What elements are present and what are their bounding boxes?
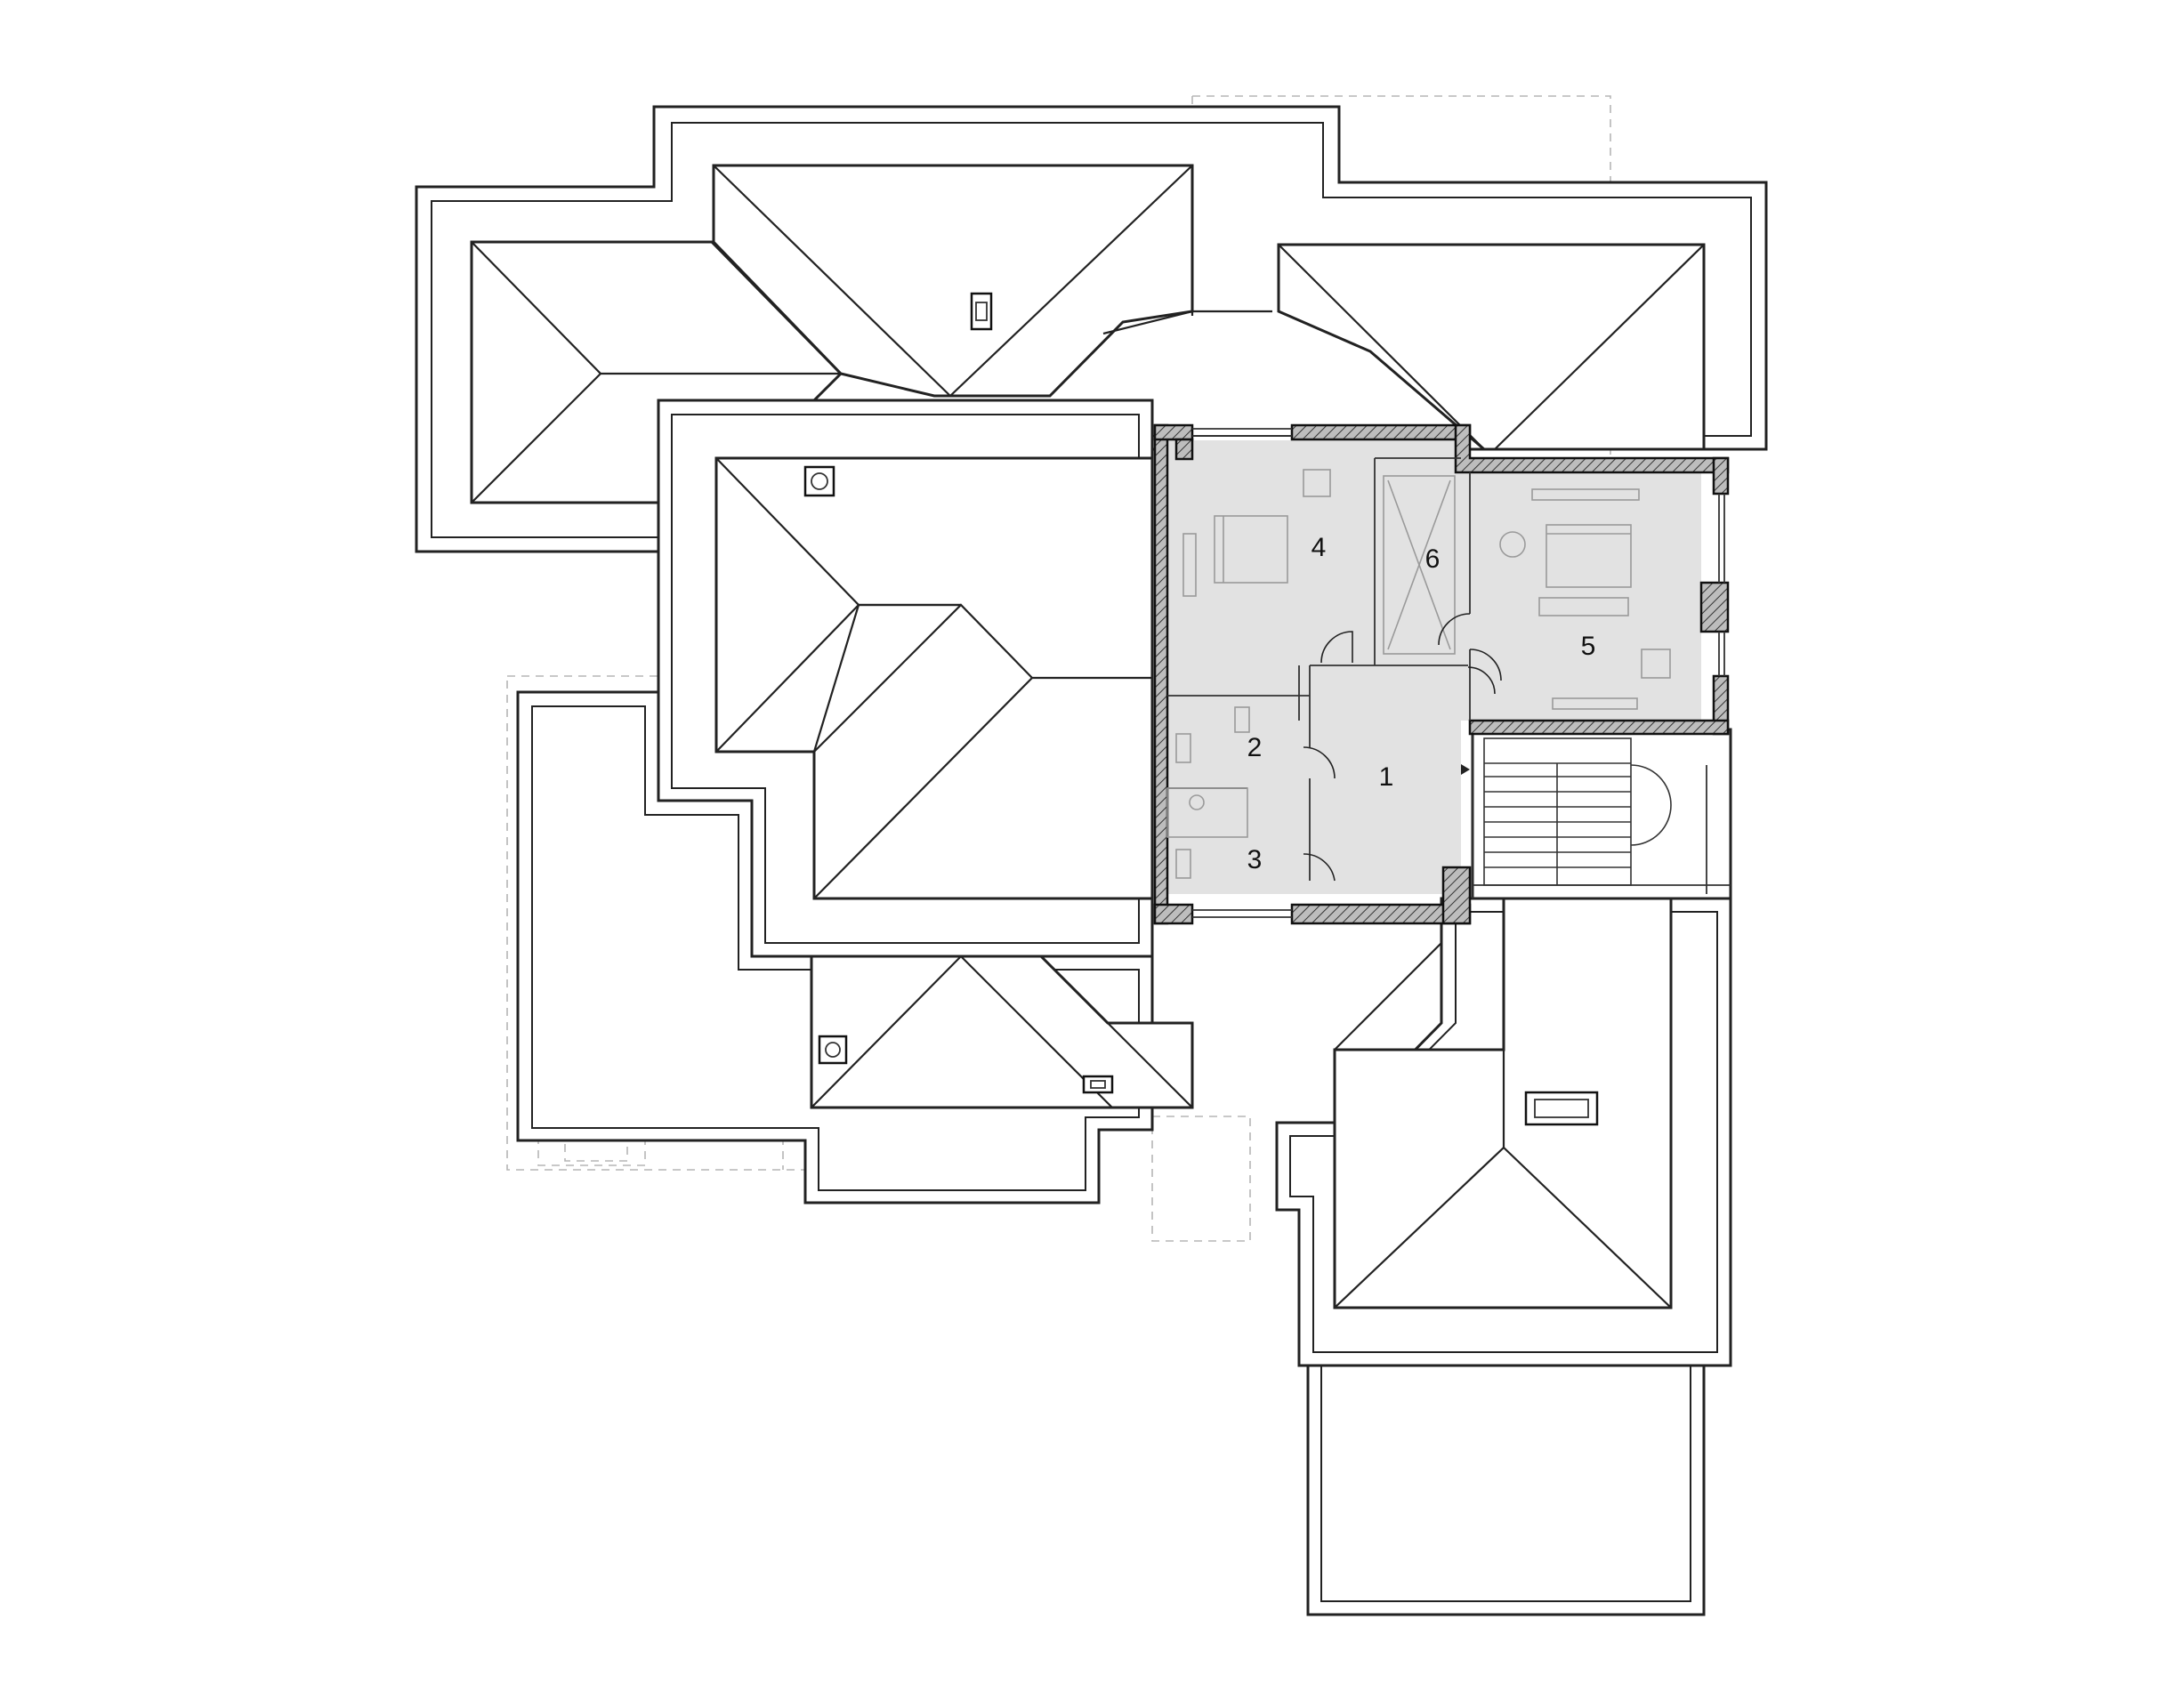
room-label-1: 1 [1379, 762, 1394, 792]
chimney-south [818, 1035, 848, 1065]
roof-wing-east [1277, 243, 1706, 451]
sink-2 [1175, 733, 1191, 763]
room-label-3: 3 [1247, 845, 1263, 874]
vent-north [970, 292, 993, 331]
wall-north [1290, 423, 1472, 441]
vent-south [1082, 1075, 1114, 1094]
skylight [1524, 1091, 1599, 1126]
roof-central [657, 399, 1154, 958]
upper-floor [1153, 423, 1730, 925]
bed-room-4 [1214, 515, 1288, 584]
stair-zone [1471, 728, 1732, 900]
roof-north-hip [712, 164, 1272, 398]
wall-east-pier-1 [1699, 581, 1730, 633]
room-label-2: 2 [1247, 733, 1263, 762]
staircase [1483, 737, 1672, 886]
wall-southeast-corner [1441, 866, 1472, 925]
room-label-5: 5 [1581, 632, 1596, 661]
wall-west [1153, 423, 1169, 925]
wall-south-left [1153, 903, 1194, 925]
wc [1234, 706, 1250, 733]
room-label-4: 4 [1311, 533, 1327, 562]
room-label-6: 6 [1425, 544, 1441, 574]
chimney-central [803, 465, 835, 497]
wall-north-corner [1174, 438, 1194, 461]
room-labels: 1 2 3 4 5 6 [1247, 533, 1596, 874]
sink-3 [1175, 849, 1191, 879]
wall-east-upper [1712, 456, 1730, 495]
terrace-south [1306, 1364, 1706, 1616]
armchair-room-4 [1303, 469, 1331, 497]
wall-north-left [1153, 423, 1194, 441]
wall-south-5 [1468, 719, 1730, 736]
roof-southeast [1275, 897, 1732, 1367]
bed-room-5 [1546, 524, 1632, 588]
roof-south-hip [810, 955, 1194, 1109]
armchair-room-5 [1641, 649, 1671, 679]
